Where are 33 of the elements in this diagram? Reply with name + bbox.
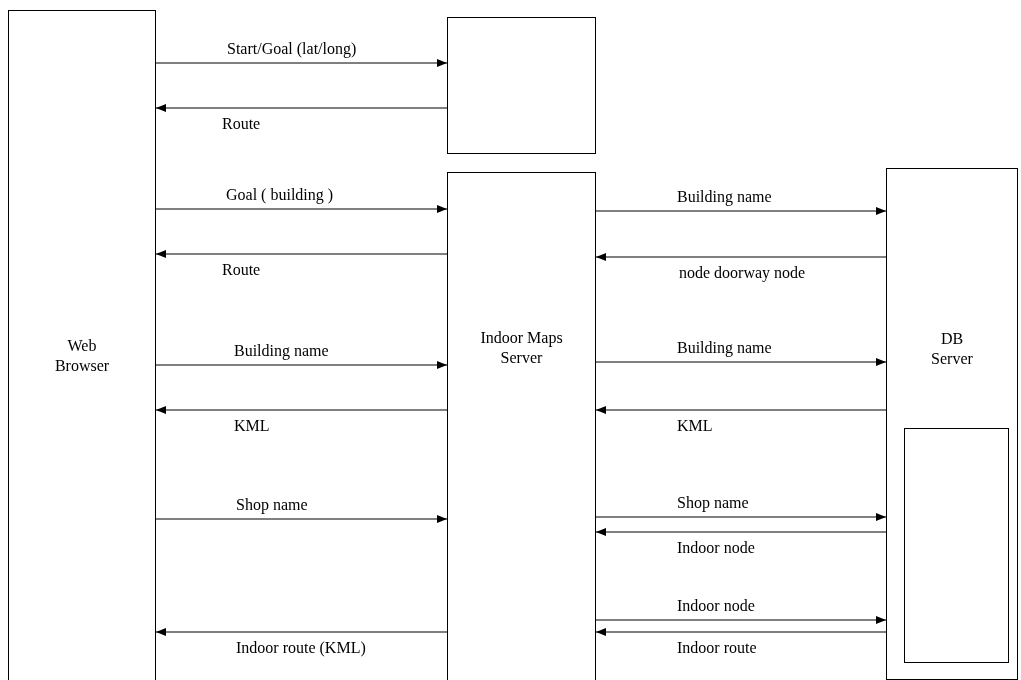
- edge-label: Goal ( building ): [224, 186, 336, 204]
- arrow: [155, 515, 448, 523]
- arrow: [155, 361, 448, 369]
- arrow: [595, 528, 887, 536]
- node-label: Indoor Maps Server: [479, 328, 564, 368]
- arrow: [595, 358, 887, 366]
- edge-label: Building name: [675, 339, 774, 357]
- browser-box: [8, 10, 156, 680]
- edge-label: Shop name: [675, 494, 751, 512]
- server-box: [886, 168, 1018, 680]
- arrow: [595, 616, 887, 624]
- server-box: [447, 172, 596, 680]
- edge-label: node doorway node: [677, 264, 808, 282]
- edge-label: Shop name: [234, 496, 310, 514]
- node-label: Web Browser: [53, 336, 111, 376]
- arrow: [155, 205, 448, 213]
- arrow: [155, 59, 448, 67]
- edge-label: Indoor route (KML): [234, 639, 368, 657]
- edge-label: Building name: [675, 188, 774, 206]
- arrow: [595, 628, 887, 636]
- arrow: [595, 406, 887, 414]
- node-label: DB Server: [930, 329, 974, 369]
- arrow: [595, 253, 887, 261]
- arrow: [155, 104, 448, 112]
- component-box: [904, 428, 1009, 663]
- arrow: [595, 207, 887, 215]
- arrow: [595, 513, 887, 521]
- edge-label: Building name: [232, 342, 331, 360]
- arrow: [155, 406, 448, 414]
- service-box: [447, 17, 596, 154]
- arrow: [155, 628, 448, 636]
- arrow: [155, 250, 448, 258]
- edge-label: Start/Goal (lat/long): [225, 40, 359, 58]
